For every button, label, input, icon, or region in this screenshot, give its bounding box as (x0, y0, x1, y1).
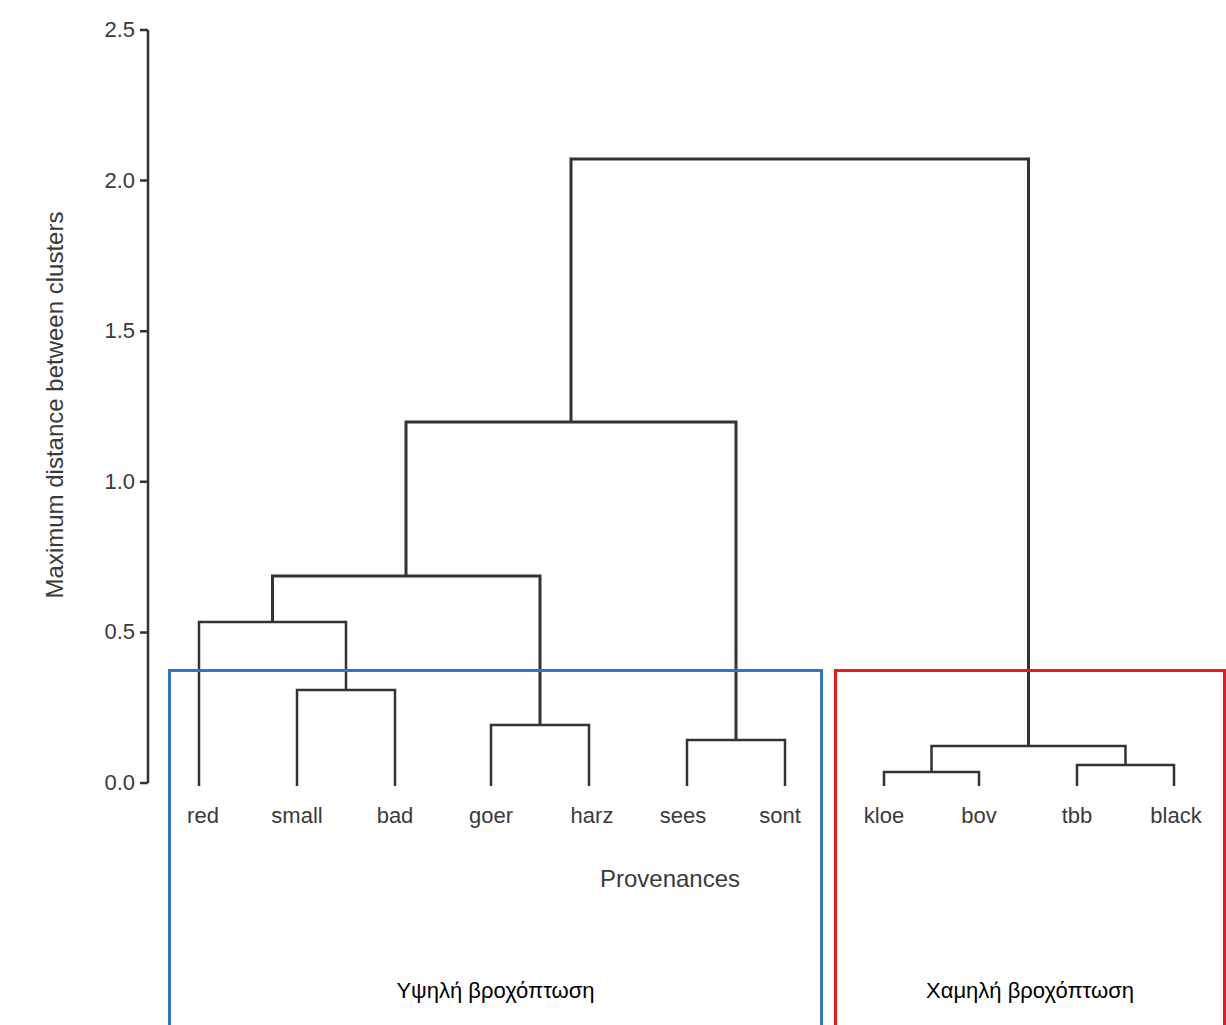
leaf-label: harz (571, 805, 614, 827)
axis-title: Provenances (600, 867, 740, 891)
leaf-label: bad (377, 805, 414, 827)
cluster-label: Υψηλή βροχόπτωση (396, 978, 594, 1004)
tick-label: 1.5 (104, 320, 135, 342)
leaf-label: red (187, 805, 219, 827)
leaf-label: sont (759, 805, 801, 827)
tick-label: 2.5 (104, 19, 135, 41)
cluster-label: Χαμηλή βροχόπτωση (926, 978, 1134, 1004)
tick-label: 2.0 (104, 170, 135, 192)
dendrogram-branches (199, 159, 1174, 786)
leaf-label: goer (469, 805, 513, 827)
leaf-label: kloe (864, 805, 904, 827)
leaf-label: sees (660, 805, 706, 827)
tick-label: 1.0 (104, 471, 135, 493)
y-axis (140, 30, 148, 783)
leaf-label: bov (961, 805, 996, 827)
axis-title: Maximum distance between clusters (43, 212, 67, 599)
cluster-box: Χαμηλή βροχόπτωση (834, 669, 1226, 1025)
tick-label: 0.5 (104, 621, 135, 643)
tick-label: 0.0 (104, 772, 135, 794)
cluster-box: Υψηλή βροχόπτωση (168, 669, 823, 1025)
leaf-label: tbb (1062, 805, 1093, 827)
leaf-label: small (271, 805, 322, 827)
leaf-label: black (1150, 805, 1201, 827)
